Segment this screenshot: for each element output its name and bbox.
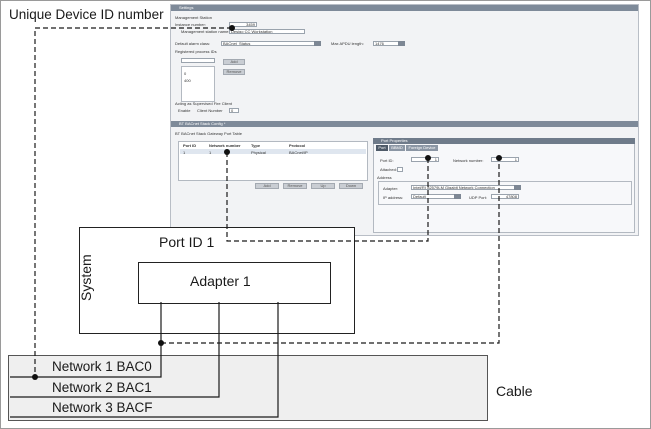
process-ids-list[interactable]: 0 400 [181,66,215,102]
enable-label: Enable [178,108,191,113]
ip-address-label: IP address: [383,195,404,200]
port-properties-title-bar: Port Properties [373,138,635,144]
remove-port-button[interactable]: Remove [283,183,307,189]
adapter-select[interactable]: Intel(R) 82579LM Gigabit Network Connect… [411,185,521,190]
system-label: System [78,254,94,301]
cable-label: Cable [496,383,533,399]
address-label: Address [377,175,392,180]
tab-bbmd[interactable]: BBMD [389,145,405,151]
instance-number-field[interactable]: 3459 [229,22,257,27]
apdu-dropdown-icon[interactable] [398,41,405,46]
apdu-label: Max APDU length: [331,41,364,46]
col-protocol: Protocol [289,143,306,148]
instance-number-label: Instance number: [175,22,206,27]
network-number-label: Network number: [453,158,484,163]
cell-network-number[interactable]: 1 [209,150,212,155]
settings-screenshot: Settings Management Station Instance num… [170,4,639,236]
network-3-label: Network 3 BACF [52,400,153,415]
network-number-field[interactable]: 1 [491,157,519,162]
attached-label: Attached: [380,167,397,172]
process-id-item[interactable]: 0 [184,71,187,76]
stack-table-title: BT BACnet Stack Gateway Port Table [175,131,242,136]
col-type: Type [251,143,261,148]
add-process-button[interactable]: Add [223,59,245,65]
cell-port-id[interactable]: 1 [183,150,186,155]
stack-title-bar: BT BACnet Stack Config * [171,121,638,127]
port-table: Port ID Network number Type Protocol 1 1… [178,141,368,181]
udp-port-label: UDP Port: [469,195,487,200]
port-table-row-highlight [180,149,366,154]
adapter-label: Adapter: [383,186,399,191]
down-port-button[interactable]: Down [339,183,363,189]
process-id-input[interactable] [181,58,215,63]
settings-title-bar: Settings [171,5,638,11]
supervised-label: Acting as Supervised Fire Client [175,101,232,106]
alarm-class-select[interactable]: BACnet_Status_ [221,41,321,46]
adapter-dropdown-icon[interactable] [514,185,521,190]
udp-port-field[interactable]: 47808 [491,194,519,199]
unique-device-id-label: Unique Device ID number [9,7,164,22]
remove-process-button[interactable]: Remove [223,69,245,75]
ip-address-dropdown-icon[interactable] [454,194,461,199]
alarm-class-dropdown-icon[interactable] [314,41,321,46]
station-name-label: Management station name: [181,29,230,34]
port-id-field[interactable]: 1 [411,157,439,162]
network-2-label: Network 2 BAC1 [52,380,152,395]
adapter-diagram-label: Adapter 1 [190,273,251,289]
add-port-button[interactable]: Add [255,183,279,189]
up-port-button[interactable]: Up [311,183,335,189]
process-id-item[interactable]: 400 [184,78,191,83]
attached-checkbox[interactable] [397,167,403,172]
process-ids-label: Registered process IDs [175,49,217,54]
col-network-number: Network number [209,143,241,148]
cell-type[interactable]: Physical [251,150,266,155]
settings-title: Settings [179,5,194,10]
port-id-diagram-label: Port ID 1 [159,234,215,250]
network-1-label: Network 1 BAC0 [52,359,152,374]
col-port-id: Port ID [183,143,197,148]
client-number-field[interactable]: 0 [229,108,239,113]
cell-protocol[interactable]: BACnet/IP [289,150,308,155]
station-name-field[interactable]: Desigo CC Workstation [229,29,305,34]
management-station-label: Management Station [175,15,212,20]
alarm-class-label: Default alarm class: [175,41,211,46]
port-id-label: Port ID: [380,158,394,163]
tab-port[interactable]: Port [376,145,388,151]
client-number-label: Client Number [197,108,223,113]
stack-title: BT BACnet Stack Config * [179,121,226,126]
tab-foreign-device[interactable]: Foreign Device [406,145,438,151]
port-properties-title: Port Properties [381,138,408,143]
